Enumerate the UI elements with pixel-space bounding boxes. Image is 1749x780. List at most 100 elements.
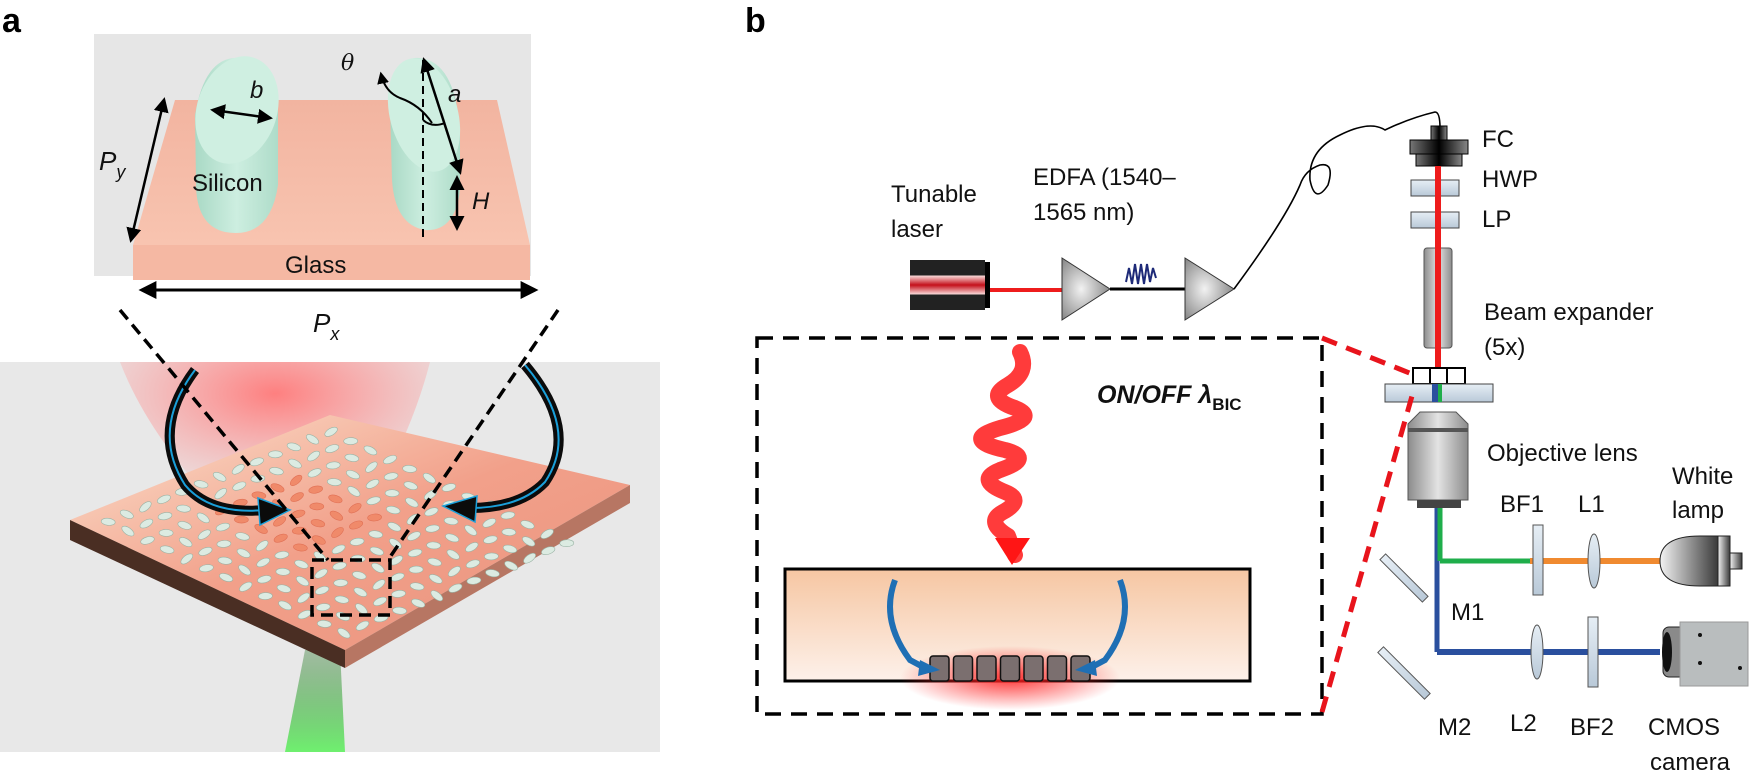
mirror-m1-icon bbox=[1379, 553, 1429, 603]
nanopillar bbox=[411, 598, 426, 608]
label-a: a bbox=[448, 81, 461, 108]
nanopillar bbox=[504, 560, 518, 571]
nanopillar bbox=[520, 520, 535, 529]
theta-pointer-arrow bbox=[377, 71, 433, 124]
nanopillar bbox=[392, 606, 407, 615]
right-coupling-arrowhead bbox=[440, 494, 478, 524]
nanopillar bbox=[331, 527, 344, 538]
white-lamp-icon bbox=[1659, 535, 1719, 587]
label-laser: laser bbox=[891, 216, 943, 243]
nanopillar bbox=[294, 559, 309, 569]
fiber-coupler-tip bbox=[1430, 125, 1448, 141]
nanopillar bbox=[312, 535, 326, 545]
nanopillar bbox=[325, 444, 340, 453]
label-beam-expander-mag: (5x) bbox=[1484, 334, 1525, 361]
nanopillar bbox=[239, 581, 253, 592]
nanopillar bbox=[501, 528, 517, 536]
nanopillar bbox=[403, 481, 418, 490]
nanopillar bbox=[466, 576, 482, 585]
objective-lens-icon bbox=[1407, 411, 1469, 501]
nanopillar bbox=[157, 494, 171, 504]
nanopillar bbox=[256, 557, 270, 568]
nanopillar bbox=[485, 569, 500, 578]
nanopillar bbox=[464, 525, 477, 536]
nanopillar bbox=[238, 564, 251, 576]
glass-front-face bbox=[133, 245, 530, 280]
nanopillar bbox=[315, 603, 331, 611]
nanopillar bbox=[236, 548, 251, 558]
nanopillar bbox=[270, 483, 285, 493]
nanopillar bbox=[422, 472, 436, 484]
nanopillar bbox=[234, 515, 249, 524]
nanopillar bbox=[407, 548, 423, 557]
amplifier-2-icon bbox=[1184, 257, 1235, 321]
nanopillar bbox=[428, 574, 443, 584]
nanopillar bbox=[273, 533, 288, 543]
nanopillar bbox=[522, 536, 536, 547]
nanopillar bbox=[295, 576, 310, 587]
inset-right-arrowhead bbox=[1075, 660, 1097, 676]
nanopillar bbox=[426, 541, 441, 550]
nanopillar bbox=[347, 486, 361, 497]
label-on-off-bic: ON/OFF λBIC bbox=[1097, 381, 1242, 414]
nanopillar bbox=[212, 471, 227, 482]
inset-right-arrow bbox=[1088, 578, 1128, 671]
nanopillar bbox=[257, 575, 272, 584]
nanopillar bbox=[198, 546, 213, 556]
nanopillar bbox=[274, 551, 290, 559]
nanopillar bbox=[215, 522, 230, 532]
nanopillar bbox=[353, 587, 368, 597]
label-hwp: HWP bbox=[1482, 166, 1538, 193]
nanopillar bbox=[315, 586, 330, 595]
inset-pillar bbox=[976, 655, 997, 682]
nanopillar bbox=[343, 437, 358, 445]
nanopillar bbox=[317, 620, 332, 628]
nanopillar bbox=[197, 529, 211, 540]
label-white: White bbox=[1672, 463, 1733, 490]
nanopillar bbox=[383, 472, 399, 481]
a-dimension-arrow bbox=[420, 57, 464, 175]
nanopillar bbox=[217, 556, 233, 565]
nanopillar bbox=[121, 525, 135, 537]
nanopillar bbox=[483, 535, 498, 544]
inset-pillar bbox=[1046, 655, 1068, 682]
label-beam-expander: Beam expander bbox=[1484, 299, 1653, 326]
label-py: Py bbox=[99, 146, 126, 182]
nanopillar bbox=[383, 455, 397, 465]
vertical-optical-column bbox=[1377, 125, 1749, 700]
nanopillar bbox=[159, 545, 175, 554]
nanopillar bbox=[331, 544, 346, 554]
inset-connector-top bbox=[1321, 335, 1413, 377]
label-cmos: CMOS bbox=[1648, 714, 1720, 741]
nanopillar bbox=[355, 620, 370, 631]
nanopillar bbox=[328, 494, 343, 504]
nanopillar bbox=[409, 582, 425, 591]
label-bf1: BF1 bbox=[1500, 491, 1544, 518]
nanopillar bbox=[391, 590, 406, 598]
nanopillar bbox=[344, 453, 360, 462]
nanopillar bbox=[139, 518, 154, 529]
nanopillar bbox=[443, 517, 459, 526]
nanopillar bbox=[297, 592, 310, 604]
nanopillar bbox=[384, 489, 400, 498]
label-bf2: BF2 bbox=[1570, 714, 1614, 741]
nanopillar bbox=[425, 524, 440, 533]
metasurface-scene bbox=[0, 308, 660, 752]
nanopillar bbox=[372, 579, 386, 590]
label-h: H bbox=[472, 188, 490, 215]
nanopillar bbox=[307, 450, 320, 462]
label-l2: L2 bbox=[1510, 710, 1537, 737]
nanopillar bbox=[235, 532, 250, 541]
label-camera: camera bbox=[1650, 749, 1731, 776]
nanopillar bbox=[157, 512, 173, 521]
nanopillar bbox=[258, 592, 273, 600]
nanopillar bbox=[140, 536, 155, 545]
bic-inset: ON/OFF λBIC bbox=[755, 335, 1415, 716]
nanopillar bbox=[324, 426, 338, 437]
theta-angle-arc bbox=[422, 119, 446, 126]
nanopillar bbox=[329, 510, 344, 521]
nanopillar bbox=[427, 557, 442, 567]
nanopillar bbox=[430, 590, 443, 602]
nanopillar bbox=[196, 512, 210, 524]
